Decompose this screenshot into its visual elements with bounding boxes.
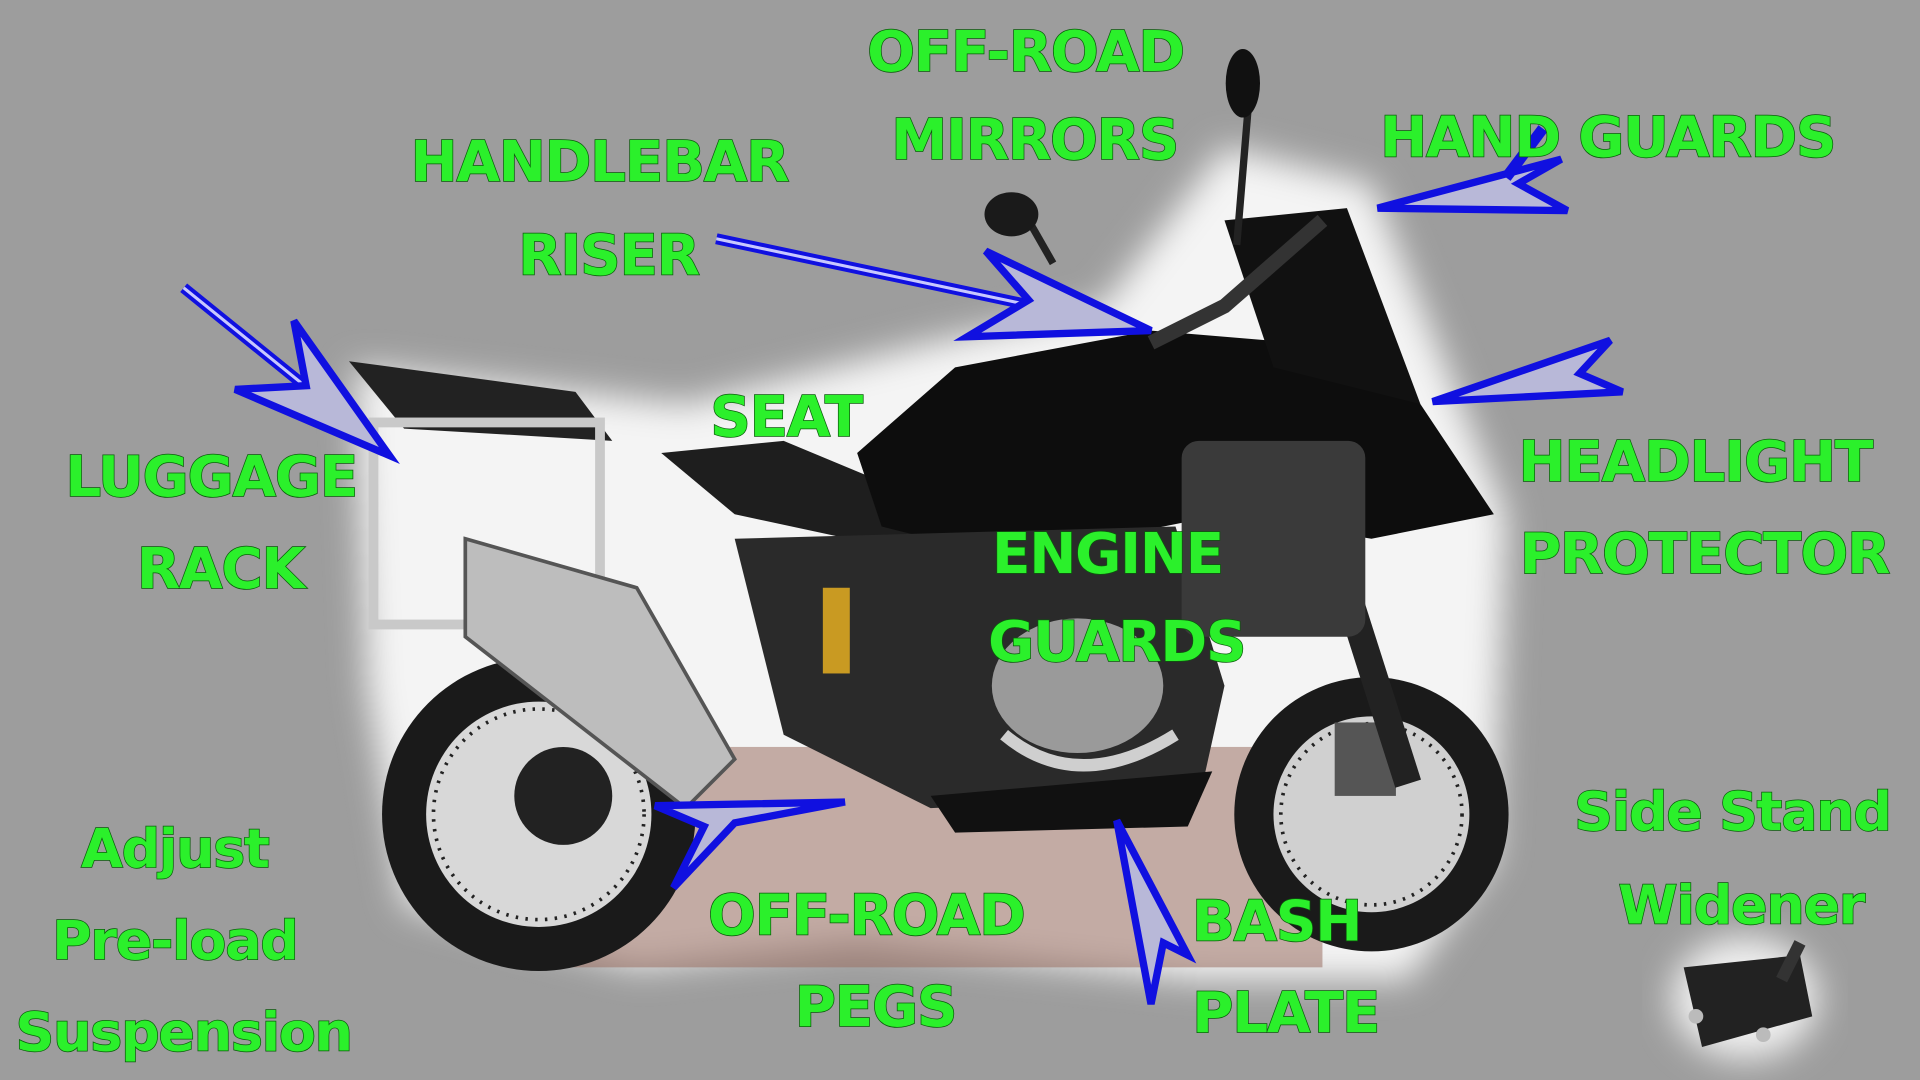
label-bash-plate: BASH PLATE xyxy=(1192,889,1380,1046)
label-headlight-protector: HEADLIGHT PROTECTOR xyxy=(1519,430,1891,587)
label-preload-suspension: Adjust Pre-load Suspension xyxy=(16,817,352,1064)
label-engine-guards: ENGINE GUARDS xyxy=(988,522,1245,675)
arrow-bash-plate xyxy=(1113,818,1197,1005)
side-stand-widener-image xyxy=(1671,936,1819,1060)
arrow-luggage-rack xyxy=(180,283,400,465)
motorcycle-image xyxy=(348,48,1819,1060)
arrow-headlight-protector xyxy=(1431,336,1624,406)
label-handlebar-riser: HANDLEBAR RISER xyxy=(410,130,806,288)
label-off-road-pegs: OFF-ROAD PEGS xyxy=(708,883,1043,1040)
label-side-stand-widener: Side Stand Widener xyxy=(1574,780,1908,936)
label-luggage-rack: LUGGAGE RACK xyxy=(65,445,375,602)
label-off-road-mirrors: OFF-ROAD MIRRORS xyxy=(867,20,1202,173)
label-seat: SEAT xyxy=(710,385,864,450)
arrow-off-road-pegs xyxy=(653,798,846,891)
arrow-handlebar-riser xyxy=(715,233,1153,341)
label-hand-guards: HAND GUARDS xyxy=(1380,106,1835,171)
arrow-hand-guards xyxy=(1376,125,1570,215)
